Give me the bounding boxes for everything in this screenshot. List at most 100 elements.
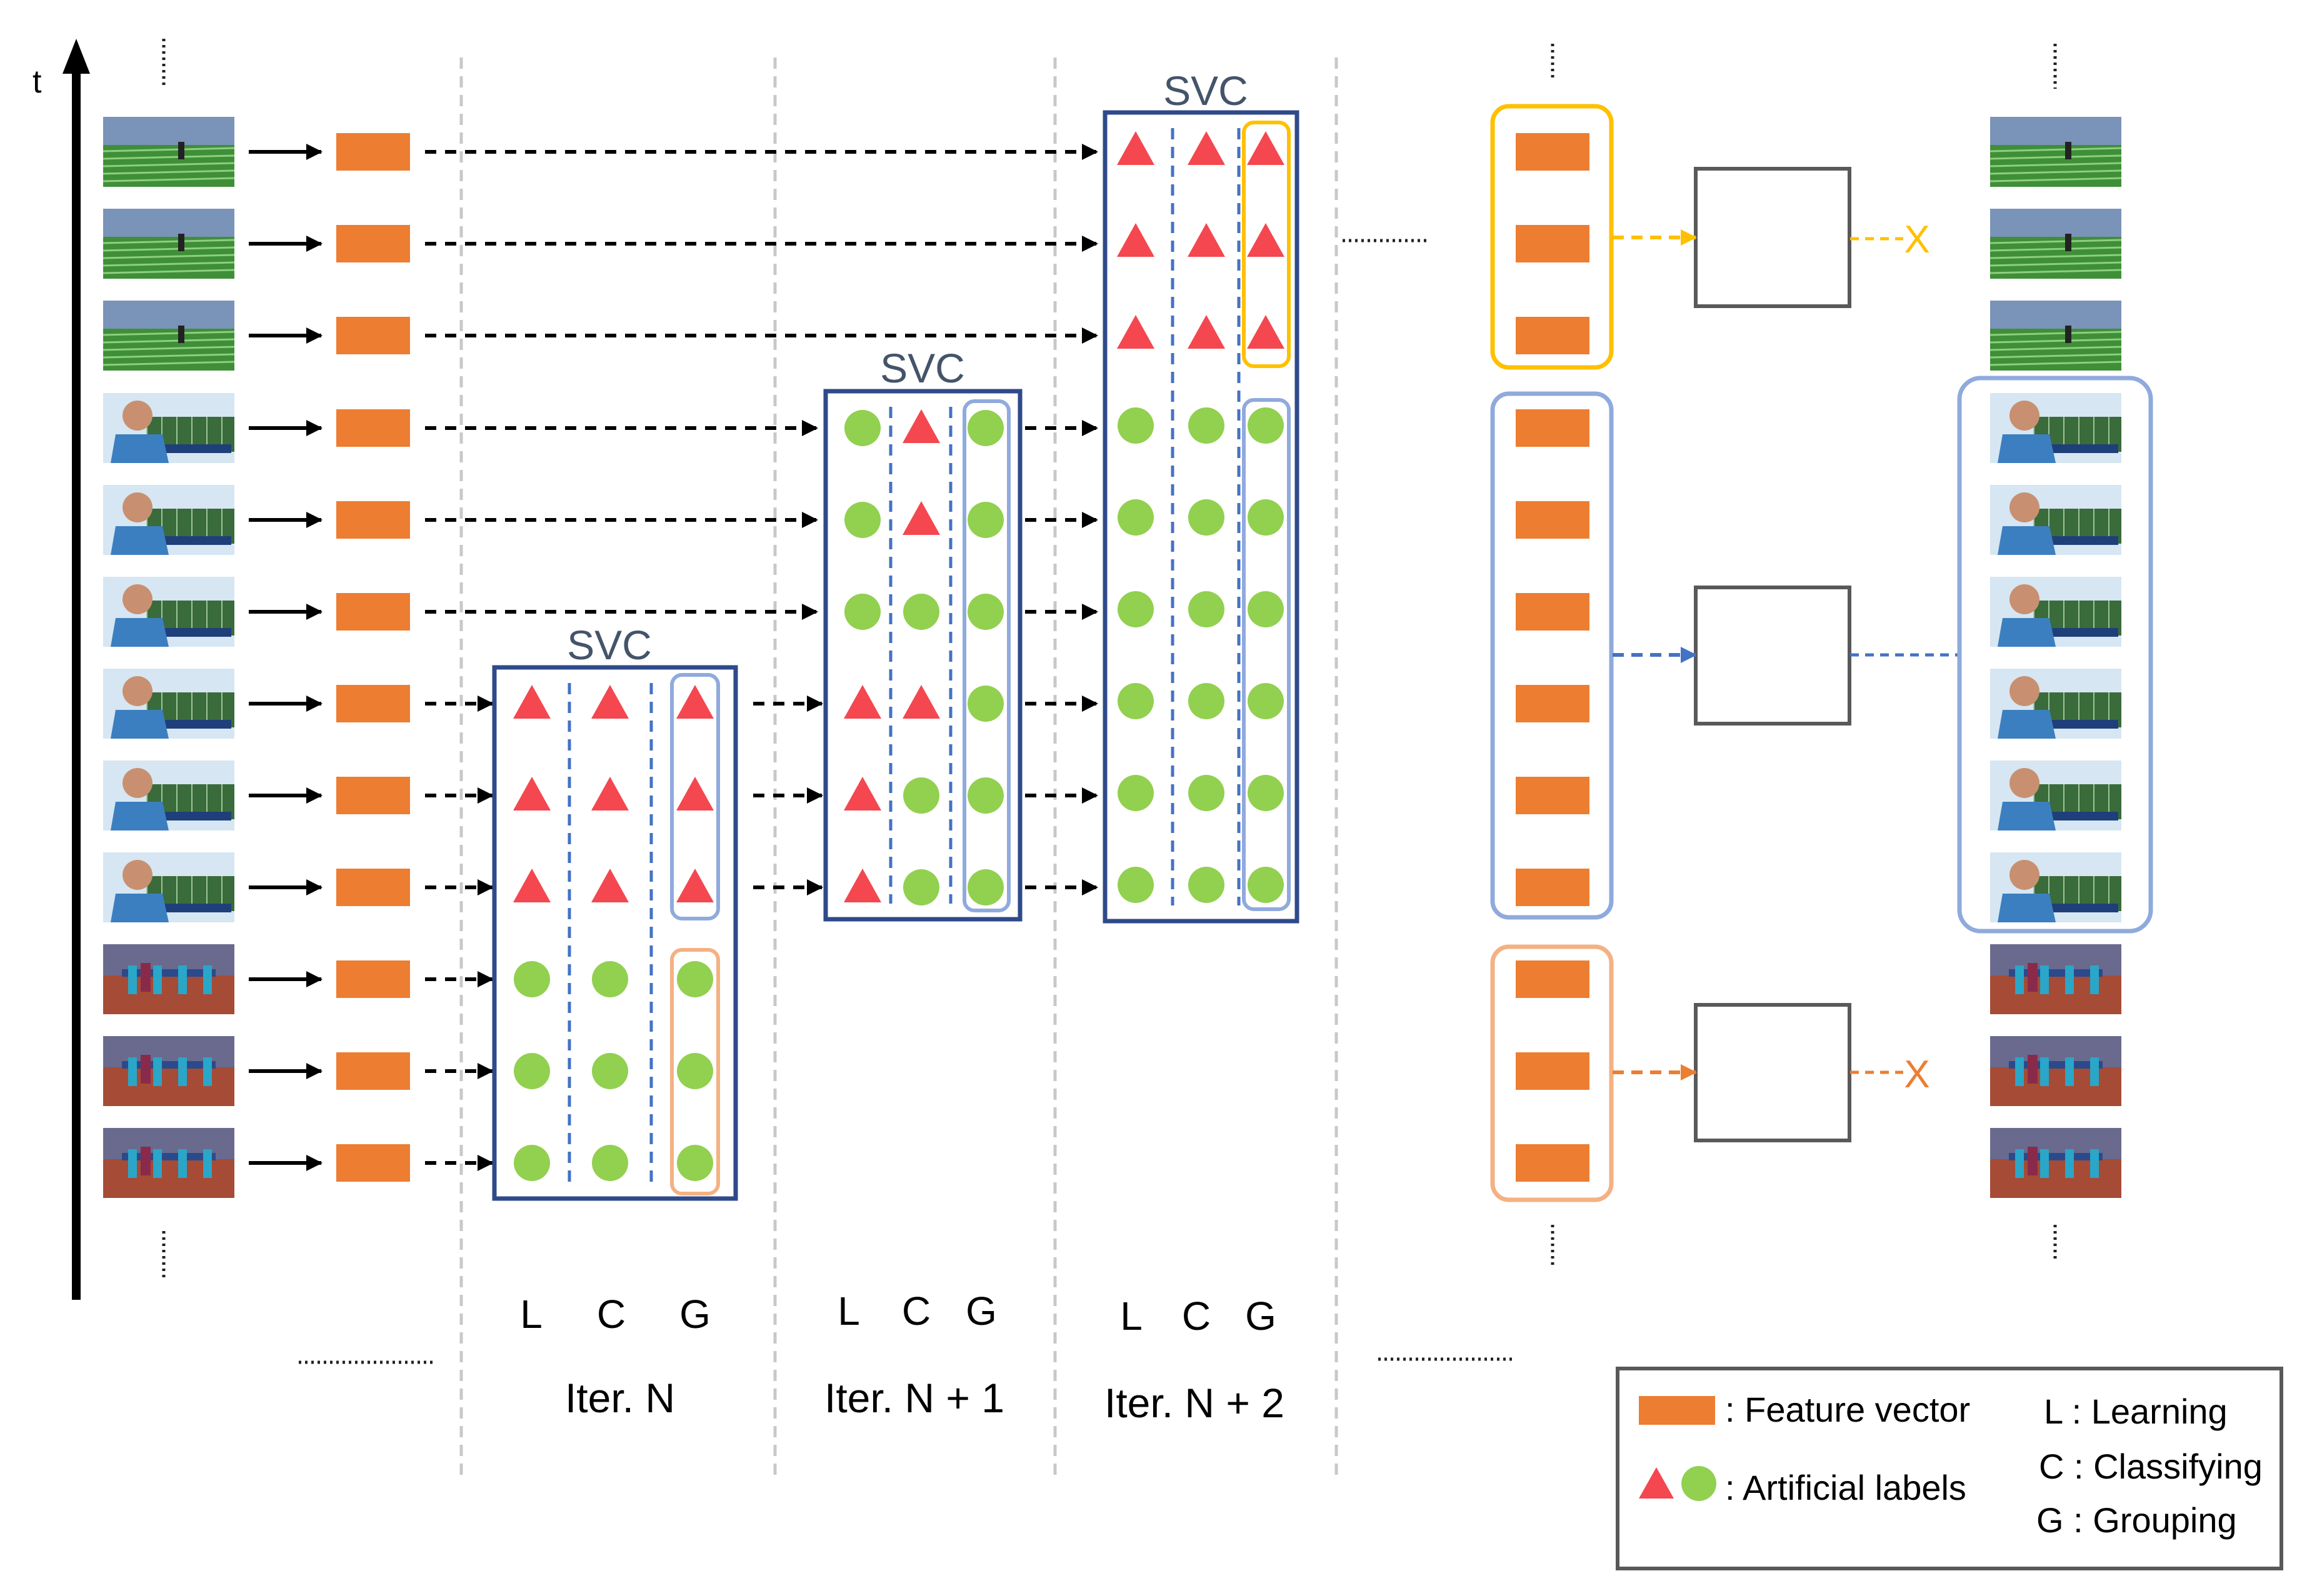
- output-frame-6: [1990, 577, 2121, 647]
- feature-vector-6: [336, 593, 410, 631]
- label-circle-iter-n2-r6c1: [1188, 683, 1224, 719]
- label-circle-iter-n1-r2c2: [968, 594, 1004, 630]
- output-frame-1: [1989, 117, 2122, 187]
- grouped-feature-3: [1516, 317, 1589, 354]
- time-axis-label: t: [33, 64, 42, 100]
- grouping-and-filtering: RP filter RP filter RP filter X X: [1490, 104, 2153, 1202]
- label-circle-iter-n2-r3c1: [1188, 407, 1224, 444]
- time-axis-arrowhead: [63, 39, 90, 74]
- group-box-iter-n2-1: [1242, 398, 1291, 911]
- svc-label-iter-n2: SVC: [1163, 67, 1248, 114]
- label-circle-iter-n1-r2c0: [844, 594, 881, 630]
- output-frame-4: [1990, 393, 2121, 463]
- label-circle-iter-n-r4c0: [514, 1053, 550, 1089]
- rp-filter-box-3: [1694, 1003, 1851, 1142]
- group-blue: [1490, 391, 1614, 920]
- svc-block-iter-n1: [823, 389, 1023, 922]
- input-frame-4: [103, 393, 234, 463]
- label-triangle-iter-n2-r1c1: [1188, 223, 1225, 257]
- label-triangle-iter-n1-r5c0: [844, 869, 881, 902]
- svc-label-iter-n1: SVC: [880, 345, 965, 391]
- svc-block-iter-n: [492, 665, 738, 1201]
- col-header-g-iter-n1: G: [966, 1289, 997, 1334]
- input-frame-9: [103, 852, 234, 922]
- output-frame-12: [1990, 1128, 2121, 1198]
- legend-learning-text: L : Learning: [2044, 1392, 2228, 1431]
- col-header-l-iter-n: L: [520, 1292, 543, 1337]
- label-circle-iter-n2-r4c1: [1188, 499, 1224, 536]
- feature-to-svc-arrows: [425, 144, 1098, 1171]
- grouped-feature-4: [1516, 409, 1589, 447]
- iteration-label-n1: Iter. N + 1: [824, 1375, 1004, 1421]
- label-circle-iter-n2-r6c2: [1248, 683, 1284, 719]
- label-triangle-iter-n2-r1c0: [1117, 223, 1154, 257]
- col-header-l-iter-n2: L: [1120, 1294, 1143, 1339]
- col-header-c-iter-n2: C: [1182, 1294, 1211, 1339]
- legend-box: [1616, 1367, 2283, 1570]
- label-circle-iter-n1-r5c2: [968, 869, 1004, 905]
- label-triangle-iter-n-r2c1: [591, 869, 629, 902]
- label-circle-iter-n2-r8c2: [1248, 867, 1284, 903]
- feature-vector-11: [336, 1052, 410, 1090]
- rejected-mark-3: X: [1904, 1053, 1929, 1096]
- input-frame-stack: [103, 117, 410, 1198]
- iteration-label-n: Iter. N: [565, 1375, 675, 1421]
- label-triangle-iter-n-r2c2: [676, 869, 714, 902]
- feature-vector-7: [336, 685, 410, 722]
- label-triangle-iter-n2-r0c1: [1188, 131, 1225, 165]
- accepted-output-group: [1957, 376, 2153, 934]
- input-frame-5: [103, 485, 234, 555]
- col-header-c-iter-n: C: [597, 1292, 626, 1337]
- legend-feature-swatch: [1639, 1396, 1715, 1425]
- label-triangle-iter-n-r1c2: [676, 777, 714, 810]
- label-circle-iter-n2-r6c0: [1118, 683, 1154, 719]
- rp-filter-box-1: [1694, 167, 1851, 308]
- label-triangle-iter-n-r0c0: [513, 685, 551, 719]
- label-circle-iter-n1-r5c1: [903, 869, 939, 905]
- label-circle-iter-n-r5c1: [592, 1145, 628, 1181]
- label-triangle-iter-n2-r0c0: [1117, 131, 1154, 165]
- label-circle-iter-n2-r7c2: [1248, 775, 1284, 811]
- output-frame-9: [1990, 852, 2121, 922]
- column-separators: [459, 57, 1338, 1481]
- label-circle-iter-n1-r1c2: [968, 502, 1004, 538]
- time-axis: t: [33, 39, 90, 1300]
- grouped-feature-5: [1516, 501, 1589, 539]
- output-frame-3: [1989, 301, 2122, 371]
- output-frame-5: [1990, 485, 2121, 555]
- input-frame-7: [103, 669, 234, 739]
- group-box-iter-n1-0: [963, 399, 1011, 912]
- label-triangle-iter-n1-r0c1: [903, 409, 940, 443]
- input-frame-1: [103, 117, 235, 187]
- label-circle-iter-n2-r5c2: [1248, 591, 1284, 627]
- feature-vector-9: [336, 869, 410, 906]
- output-frame-2: [1989, 209, 2122, 279]
- label-circle-iter-n-r3c2: [677, 961, 713, 997]
- grouped-feature-2: [1516, 225, 1589, 262]
- label-circle-iter-n2-r3c0: [1118, 407, 1154, 444]
- col-header-l-iter-n1: L: [838, 1289, 860, 1334]
- label-triangle-iter-n1-r3c0: [844, 685, 881, 719]
- label-triangle-iter-n-r0c1: [591, 685, 629, 719]
- output-frame-7: [1990, 669, 2121, 739]
- ellipsis-markers: [162, 39, 2057, 1364]
- grouped-feature-9: [1516, 869, 1589, 906]
- feature-vector-2: [336, 225, 410, 262]
- output-frame-10: [1990, 944, 2121, 1014]
- label-triangle-iter-n1-r4c0: [844, 777, 881, 810]
- svc-label-iter-n: SVC: [567, 622, 652, 668]
- iteration-label-n2: Iter. N + 2: [1104, 1380, 1284, 1426]
- label-circle-iter-n-r4c2: [677, 1053, 713, 1089]
- input-frame-6: [103, 577, 234, 647]
- input-frame-10: [103, 944, 234, 1014]
- group-box-iter-n-1: [670, 948, 720, 1195]
- grouped-feature-7: [1516, 685, 1589, 722]
- label-circle-iter-n2-r5c1: [1188, 591, 1224, 627]
- grouped-feature-8: [1516, 777, 1589, 814]
- label-circle-iter-n1-r4c2: [968, 777, 1004, 814]
- rejected-mark-1: X: [1904, 218, 1929, 261]
- feature-vector-3: [336, 317, 410, 354]
- feature-vector-5: [336, 501, 410, 539]
- label-triangle-iter-n-r2c0: [513, 869, 551, 902]
